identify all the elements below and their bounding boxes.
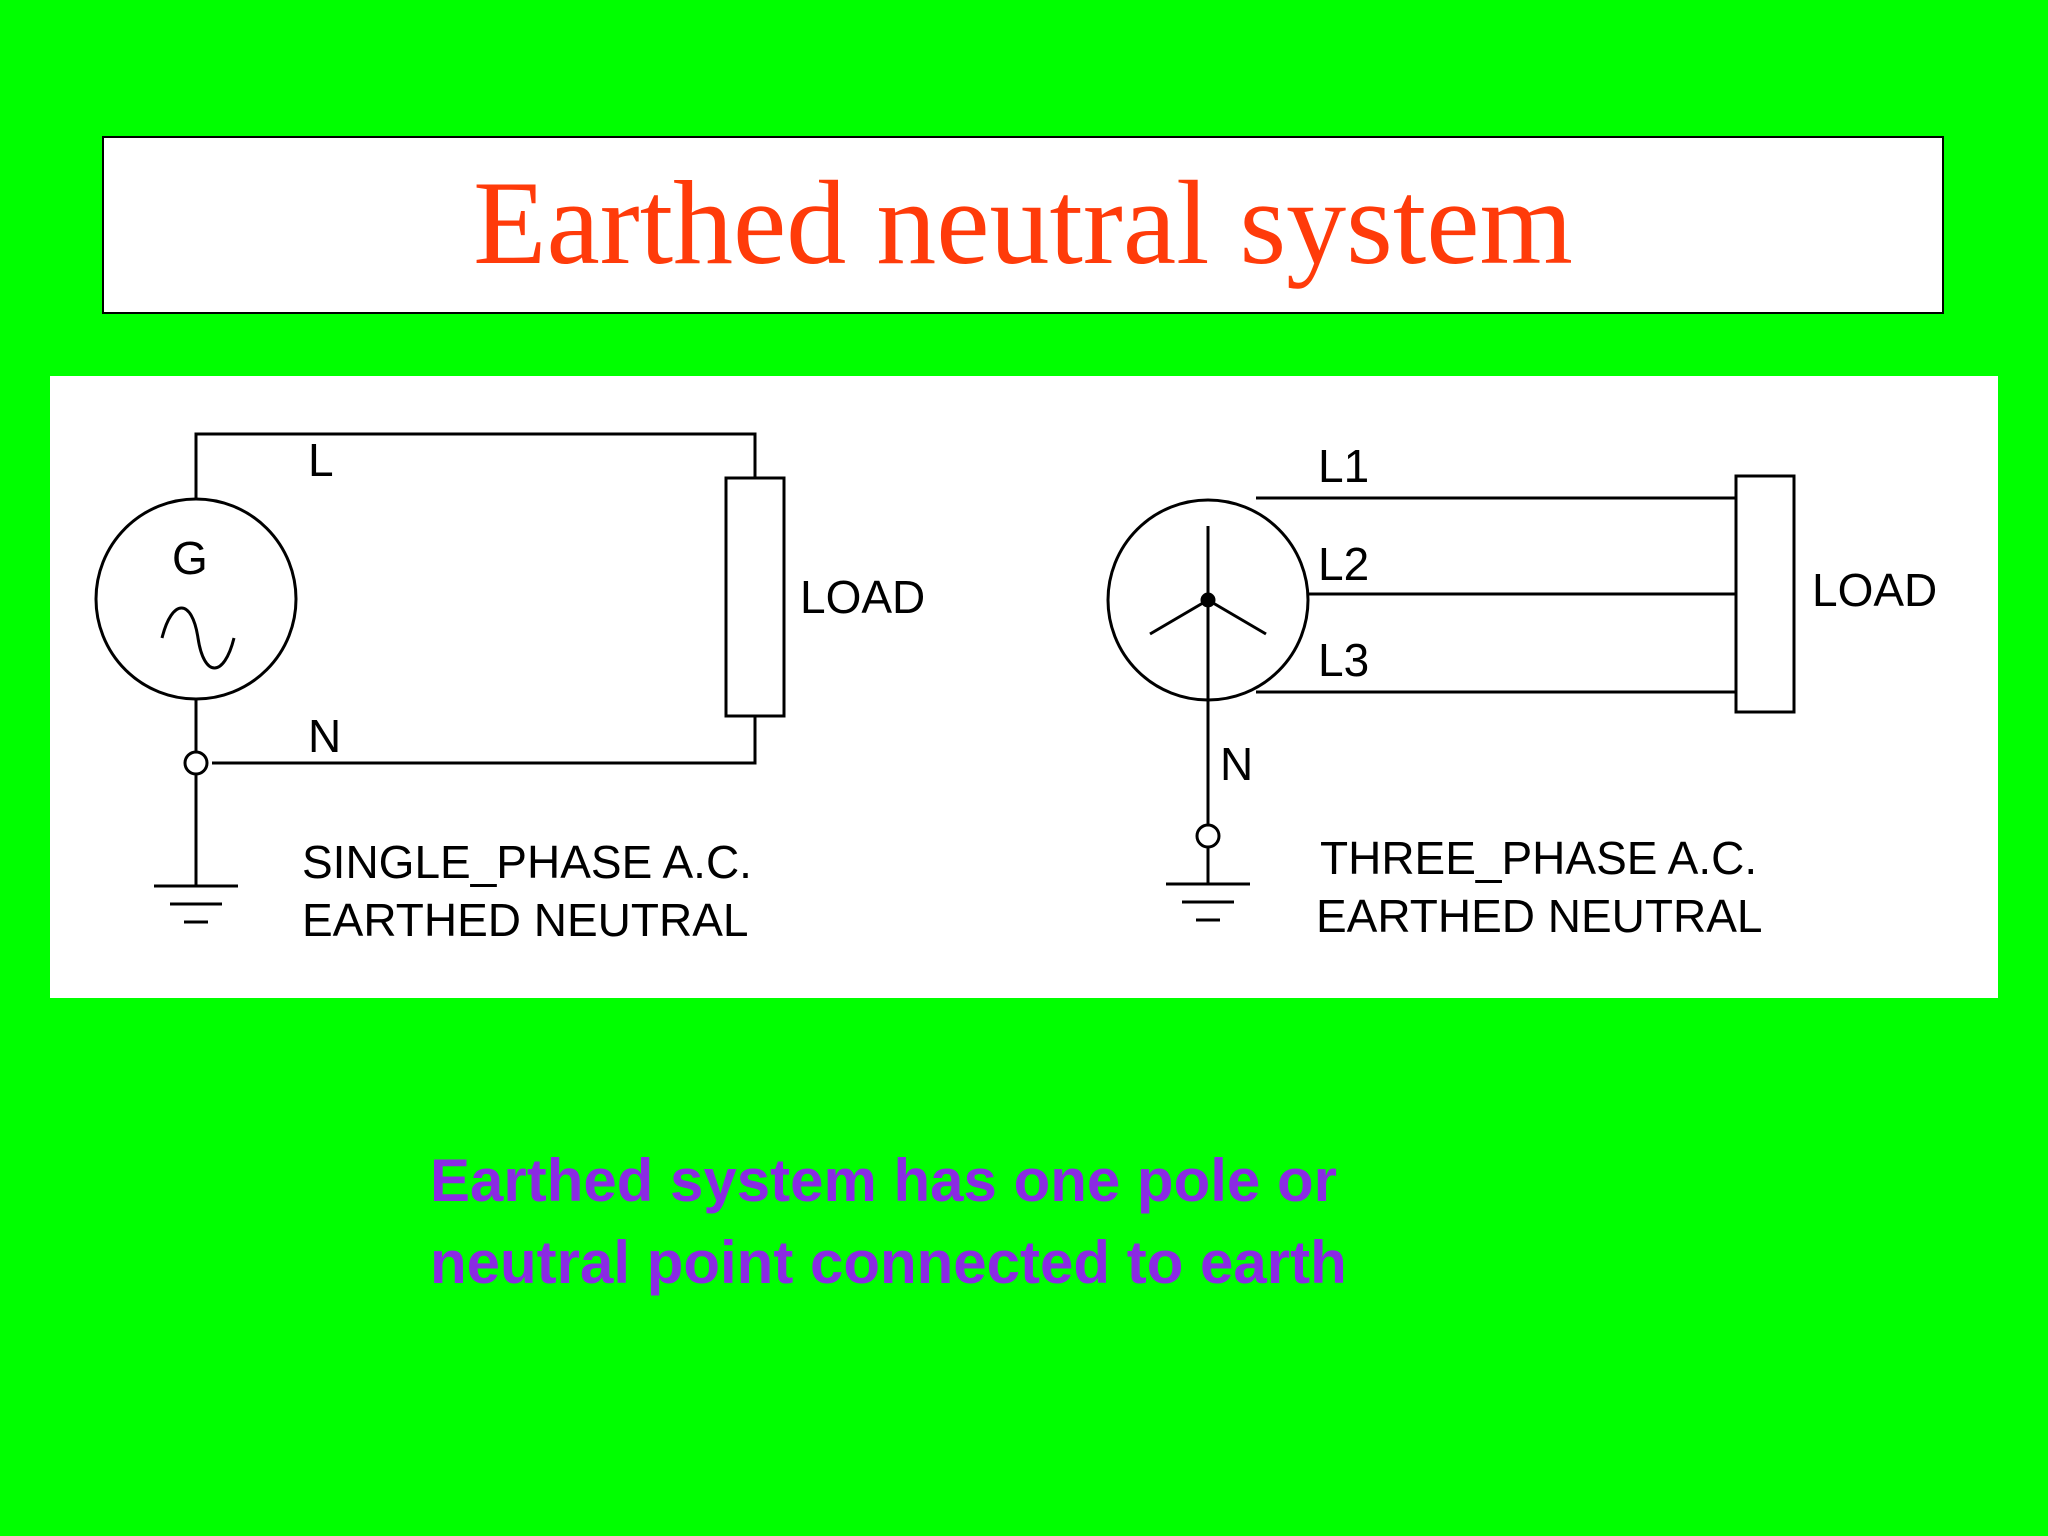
neutral-conductor [212,716,757,765]
earthing-diagrams: G L N LOAD SINGLE_PHASE A.C. EARTHED NEU… [94,432,1937,946]
three-phase-neutral-node [1195,823,1221,849]
generator-label: G [172,532,208,584]
l3-label: L3 [1318,634,1369,686]
three-phase-neutral-label: N [1220,738,1253,790]
caption-text: Earthed system has one pole or neutral p… [430,1140,1630,1304]
three-phase-load-symbol [1734,474,1796,714]
three-phase-earth-icon [1166,882,1250,922]
caption-line-1: Earthed system has one pole or [430,1147,1337,1214]
three-phase-caption-line1: THREE_PHASE A.C. [1320,832,1757,884]
single-phase-caption-line1: SINGLE_PHASE A.C. [302,836,752,888]
load-label: LOAD [800,571,925,623]
three-phase-diagram [1106,474,1796,922]
single-phase-diagram [94,432,786,924]
line-label: L [308,434,334,486]
generator-symbol [94,497,298,701]
three-phase-load-label: LOAD [1812,564,1937,616]
three-phase-caption-line2: EARTHED NEUTRAL [1316,890,1762,942]
earth-icon [154,884,238,924]
load-symbol [724,476,786,718]
star-connection-icon [1149,526,1267,636]
ac-sine-icon [160,606,236,670]
single-phase-caption-line2: EARTHED NEUTRAL [302,894,748,946]
neutral-label: N [308,710,341,762]
caption-line-2: neutral point connected to earth [430,1229,1347,1296]
l2-label: L2 [1318,538,1369,590]
page-title: Earthed neutral system [473,156,1573,289]
title-box: Earthed neutral system [102,136,1944,314]
line-conductor [194,432,757,499]
l1-label: L1 [1318,440,1369,492]
neutral-node [183,750,209,776]
diagram-panel: G L N LOAD SINGLE_PHASE A.C. EARTHED NEU… [50,376,1998,998]
